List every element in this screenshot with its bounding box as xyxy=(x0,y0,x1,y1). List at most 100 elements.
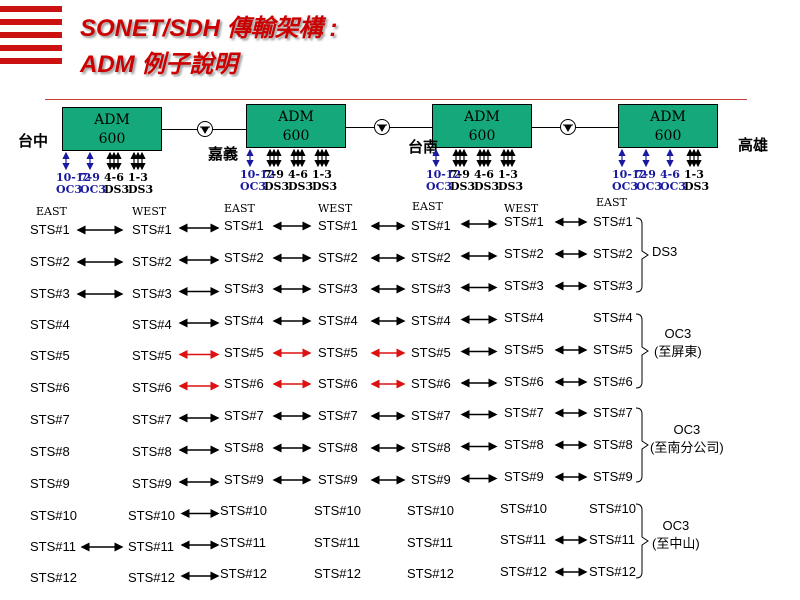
adm-model: 600 xyxy=(98,131,126,147)
tributary-number: 10-12 xyxy=(56,171,92,184)
tributary-number: 1-3 xyxy=(128,171,148,184)
tributary-number: 4-6 xyxy=(660,168,680,181)
city-label: 嘉義 xyxy=(208,145,239,163)
sts-slot-label: STS#2 xyxy=(132,254,172,269)
tributary-type: DS3 xyxy=(128,183,154,196)
direction-label: WEST xyxy=(318,202,353,215)
sts-slot-label: STS#3 xyxy=(504,278,544,293)
sts-slot-label: STS#5 xyxy=(30,348,70,363)
tributary-type: OC3 xyxy=(56,183,82,196)
group-bracket xyxy=(635,407,649,483)
sts-slot-label: STS#3 xyxy=(593,278,633,293)
sts-slot-label: STS#7 xyxy=(504,405,544,420)
adm-label: ADM xyxy=(464,109,500,125)
city-label: 台南 xyxy=(408,138,439,156)
sts-slot-label: STS#12 xyxy=(407,566,454,581)
sts-slot-label: STS#2 xyxy=(224,250,264,265)
sts-slot-label: STS#8 xyxy=(224,440,264,455)
sts-slot-label: STS#11 xyxy=(30,539,77,554)
sts-slot-label: STS#9 xyxy=(504,469,544,484)
regenerator-icon xyxy=(374,119,390,135)
page-subtitle: ADM 例子說明 xyxy=(80,51,238,78)
group-bracket xyxy=(635,217,649,293)
header-rule xyxy=(45,99,747,100)
tributary-number: 10-12 xyxy=(240,168,276,181)
regenerator-icon xyxy=(197,121,213,137)
tributary-type: OC3 xyxy=(240,180,266,193)
sts-slot-label: STS#7 xyxy=(132,412,172,427)
sts-slot-label: STS#1 xyxy=(411,218,451,233)
tributary-number: 4-6 xyxy=(474,168,494,181)
sts-slot-label: STS#10 xyxy=(30,508,77,523)
sts-slot-label: STS#3 xyxy=(30,286,70,301)
adm-node-tainan: ADM 600 xyxy=(432,104,532,148)
sts-slot-label: STS#4 xyxy=(593,310,633,325)
sts-slot-label: STS#12 xyxy=(30,570,77,585)
sts-slot-label: STS#2 xyxy=(504,246,544,261)
tributary-type: DS3 xyxy=(312,180,338,193)
adm-model: 600 xyxy=(468,128,496,144)
regenerator-icon xyxy=(560,119,576,135)
sts-slot-label: STS#6 xyxy=(411,376,451,391)
adm-label: ADM xyxy=(94,112,130,128)
sts-slot-label: STS#11 xyxy=(500,532,547,547)
city-label: 高雄 xyxy=(738,136,769,154)
sts-slot-label: STS#5 xyxy=(411,345,451,360)
direction-label: EAST xyxy=(412,200,443,213)
tributary-number: 7-9 xyxy=(450,168,470,181)
direction-label: EAST xyxy=(36,205,67,218)
sts-slot-label: STS#9 xyxy=(593,469,633,484)
sts-slot-label: STS#11 xyxy=(128,539,175,554)
direction-label: WEST xyxy=(504,202,539,215)
sts-slot-label: STS#1 xyxy=(132,222,172,237)
sts-slot-label: STS#1 xyxy=(30,222,70,237)
sts-slot-label: STS#9 xyxy=(30,476,70,491)
tributary-number: 1-3 xyxy=(498,168,518,181)
sts-slot-label: STS#11 xyxy=(314,535,361,550)
sts-slot-label: STS#6 xyxy=(224,376,264,391)
sts-slot-label: STS#8 xyxy=(411,440,451,455)
sts-slot-label: STS#5 xyxy=(224,345,264,360)
sts-slot-label: STS#5 xyxy=(504,342,544,357)
sts-slot-label: STS#10 xyxy=(220,503,267,518)
direction-label: WEST xyxy=(132,205,167,218)
logo-stripes xyxy=(0,0,62,72)
sts-slot-label: STS#2 xyxy=(593,246,633,261)
sts-slot-label: STS#9 xyxy=(411,472,451,487)
group-label-oc3-zhongshan: OC3 (至中山) xyxy=(652,518,700,551)
sts-slot-label: STS#8 xyxy=(132,444,172,459)
sts-slot-label: STS#6 xyxy=(132,380,172,395)
sts-slot-label: STS#8 xyxy=(593,437,633,452)
tributary-type: DS3 xyxy=(450,180,476,193)
sts-slot-label: STS#2 xyxy=(318,250,358,265)
adm-node-taichung: ADM 600 xyxy=(62,107,162,151)
sts-slot-label: STS#12 xyxy=(220,566,267,581)
sts-slot-label: STS#4 xyxy=(30,317,70,332)
sts-slot-label: STS#1 xyxy=(593,214,633,229)
tributary-number: 1-3 xyxy=(312,168,332,181)
sts-slot-label: STS#11 xyxy=(589,532,636,547)
sts-slot-label: STS#4 xyxy=(411,313,451,328)
adm-node-kaohsiung: ADM 600 xyxy=(618,104,718,148)
sts-slot-label: STS#1 xyxy=(224,218,264,233)
sts-slot-label: STS#8 xyxy=(504,437,544,452)
city-label: 台中 xyxy=(18,132,49,150)
tributary-type: OC3 xyxy=(636,180,662,193)
sts-slot-label: STS#12 xyxy=(314,566,361,581)
sts-slot-label: STS#4 xyxy=(504,310,544,325)
adm-node-chiayi: ADM 600 xyxy=(246,104,346,148)
tributary-number: 10-12 xyxy=(426,168,462,181)
sts-slot-label: STS#3 xyxy=(132,286,172,301)
tributary-number: 7-9 xyxy=(80,171,100,184)
tributary-number: 4-6 xyxy=(288,168,308,181)
group-label-ds3: DS3 xyxy=(652,244,678,259)
group-bracket xyxy=(635,503,649,579)
sts-slot-label: STS#10 xyxy=(128,508,175,523)
sts-slot-label: STS#9 xyxy=(132,476,172,491)
sts-slot-label: STS#1 xyxy=(504,214,544,229)
sts-slot-label: STS#2 xyxy=(30,254,70,269)
group-label-oc3-pingtung: OC3 (至屏東) xyxy=(654,326,702,359)
sts-slot-label: STS#11 xyxy=(220,535,267,550)
tributary-number: 7-9 xyxy=(264,168,284,181)
